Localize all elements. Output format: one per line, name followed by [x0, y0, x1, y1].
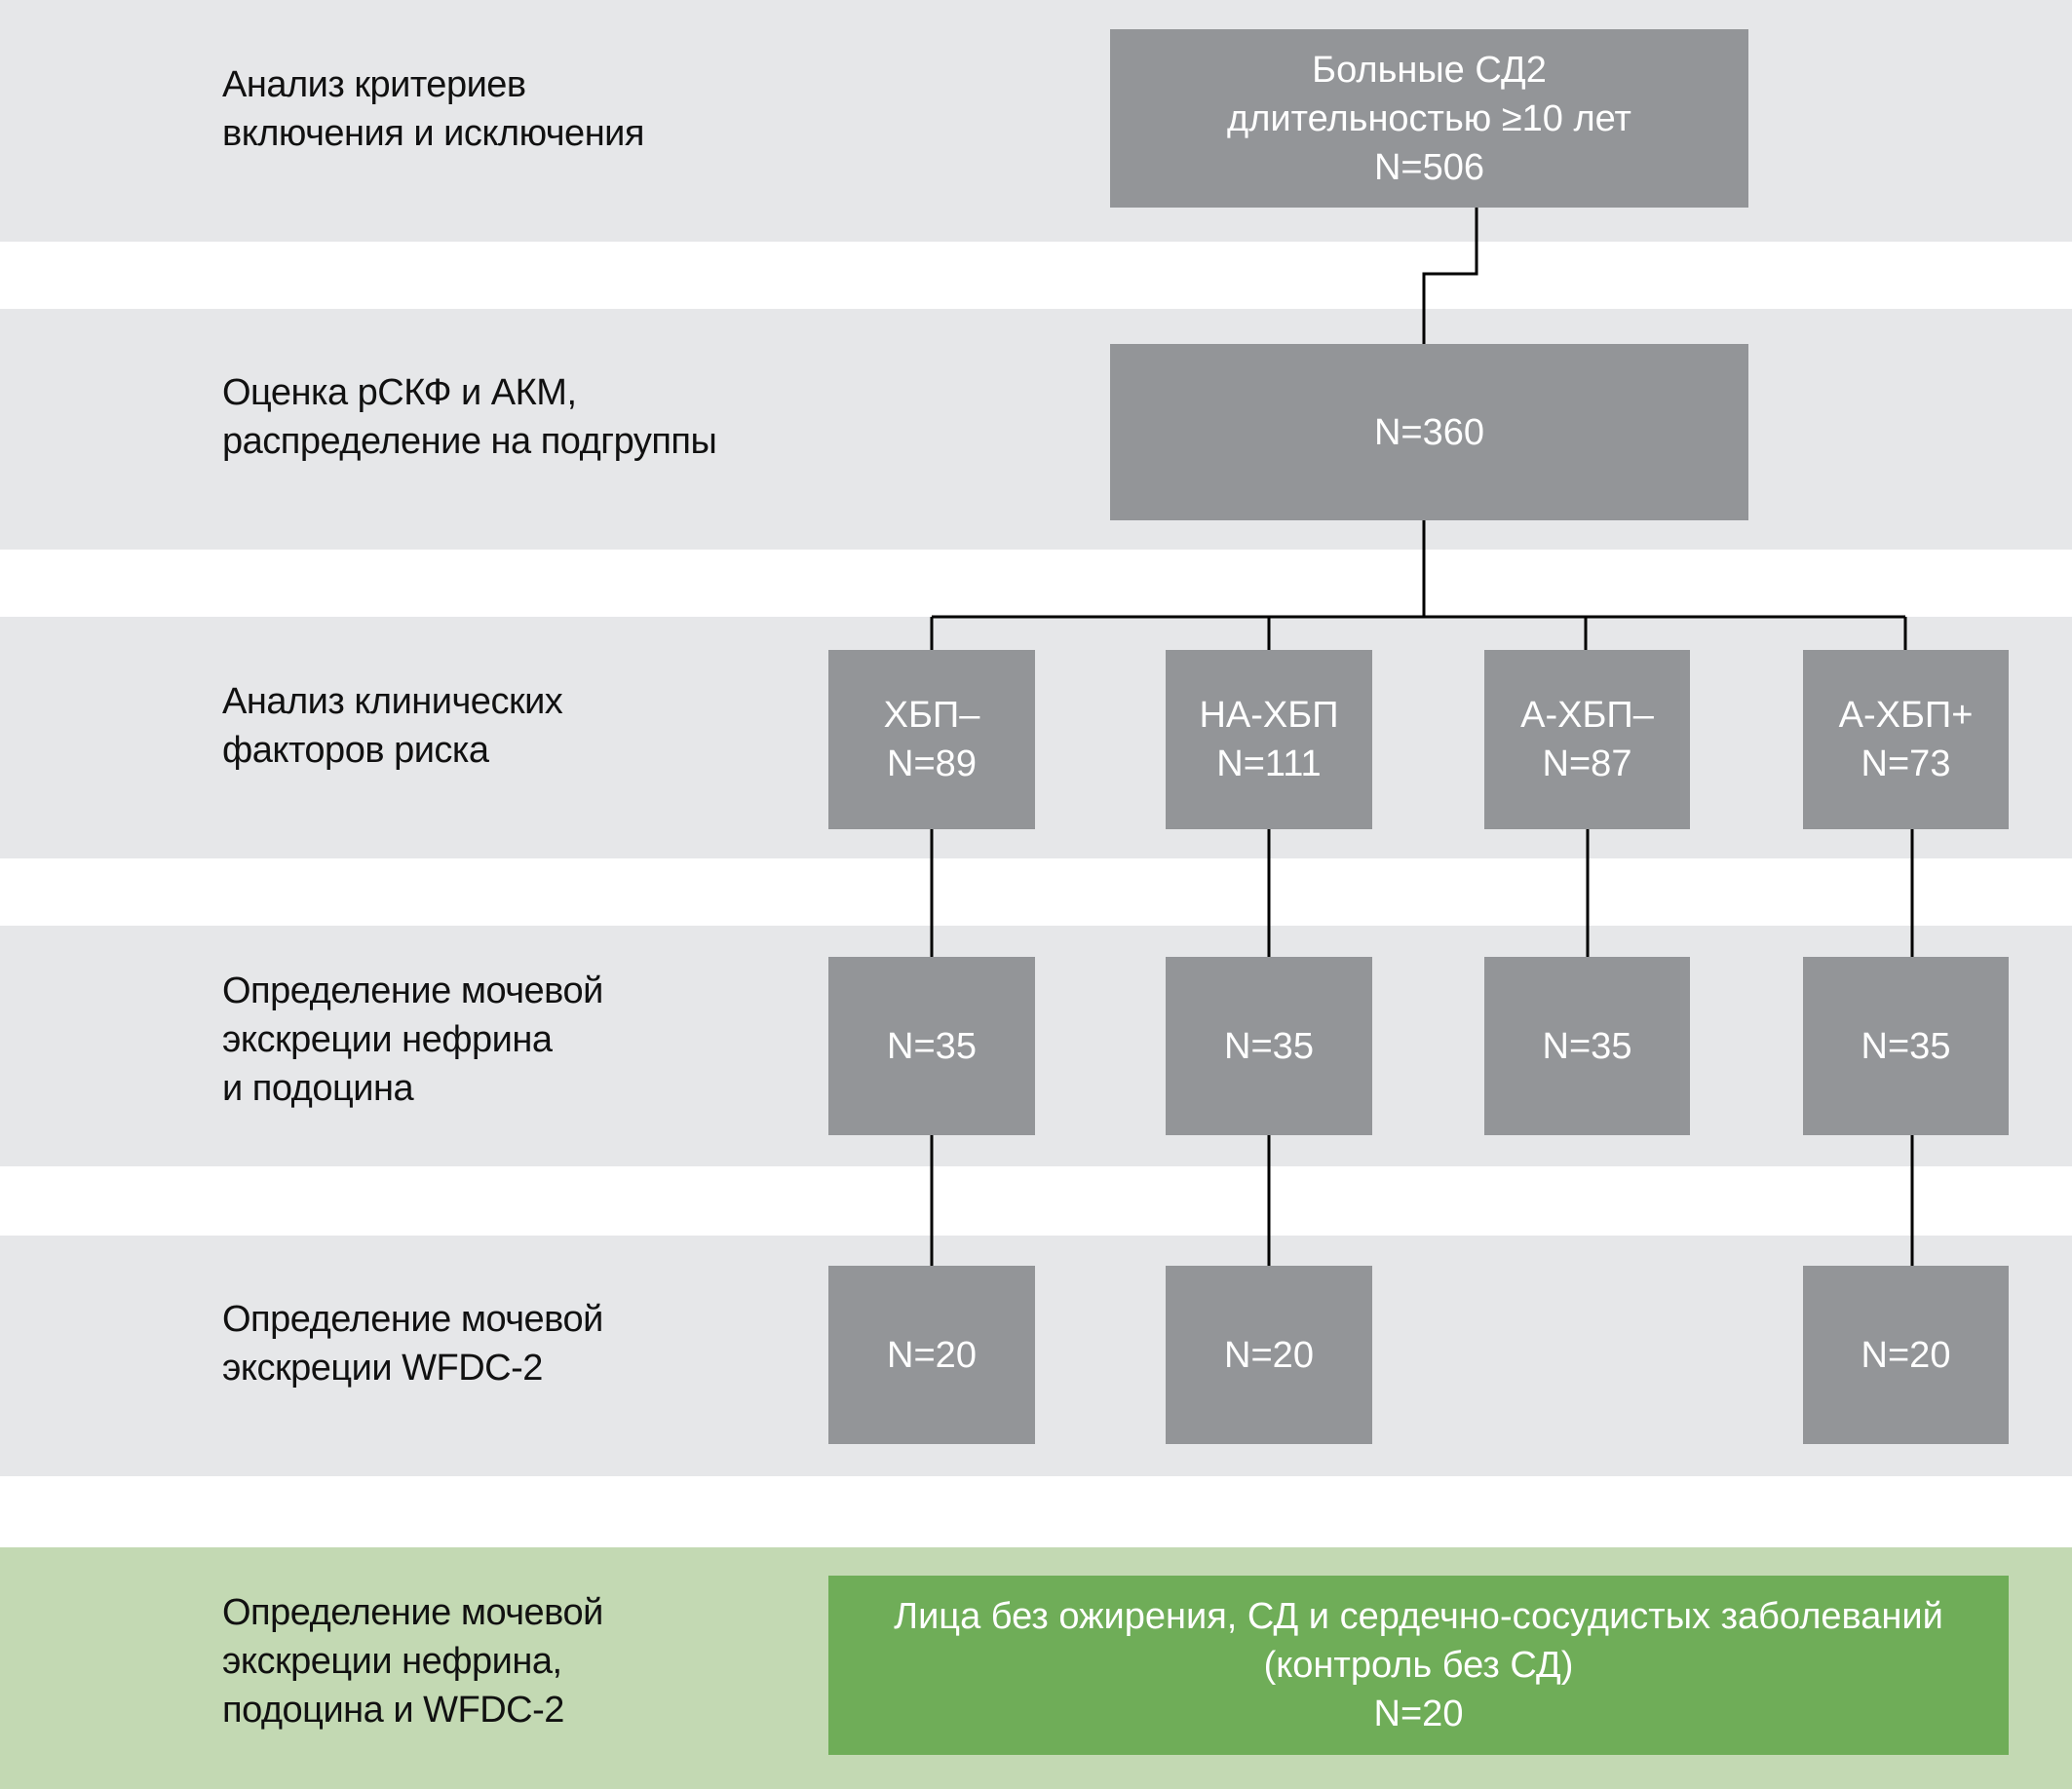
group-3-n: N=87: [1542, 743, 1632, 784]
stage-label-3: Анализ клинических факторов риска: [222, 681, 563, 771]
group-1-name: ХБП–: [883, 695, 980, 736]
node-start: Больные СД2 длительностью ≥10 лет N=506: [1110, 29, 1748, 208]
nephrin-podocin-3-n: N=35: [1542, 1025, 1632, 1067]
stage-label-1: Анализ критериев включения и исключения: [222, 64, 644, 154]
node-wfdc2-1: N=20: [828, 1266, 1035, 1444]
stage-label-6: Определение мочевой экскреции нефрина, п…: [222, 1592, 603, 1731]
stage-band-3: [0, 617, 2072, 858]
node-nephrin-podocin-2: N=35: [1166, 957, 1372, 1135]
node-start-line2: длительностью ≥10 лет: [1227, 97, 1631, 139]
nephrin-podocin-1-n: N=35: [887, 1025, 977, 1067]
group-2-n: N=111: [1216, 743, 1322, 784]
group-3-name: А-ХБП–: [1520, 695, 1654, 736]
stage-label-4: Определение мочевой экскреции нефрина и …: [222, 971, 603, 1109]
node-assessed: N=360: [1110, 344, 1748, 520]
control-n: N=20: [1373, 1694, 1464, 1734]
stage-band-4: [0, 926, 2072, 1166]
wfdc2-2-n: N=20: [1224, 1334, 1314, 1376]
node-start-line1: Больные СД2: [1312, 49, 1547, 91]
node-nephrin-podocin-1: N=35: [828, 957, 1035, 1135]
control-line1: Лица без ожирения, СД и сердечно-сосудис…: [894, 1596, 1943, 1637]
node-wfdc2-4: N=20: [1803, 1266, 2009, 1444]
group-4-name: А-ХБП+: [1838, 695, 1974, 736]
wfdc2-1-n: N=20: [887, 1334, 977, 1376]
wfdc2-4-n: N=20: [1861, 1334, 1951, 1376]
group-1-n: N=89: [887, 743, 977, 784]
node-control: Лица без ожирения, СД и сердечно-сосудис…: [828, 1576, 2009, 1755]
group-2-name: НА-ХБП: [1199, 695, 1339, 736]
node-group-3: А-ХБП– N=87: [1484, 650, 1690, 829]
node-group-4: А-ХБП+ N=73: [1803, 650, 2009, 829]
control-line2: (контроль без СД): [1263, 1645, 1574, 1686]
node-wfdc2-2: N=20: [1166, 1266, 1372, 1444]
node-nephrin-podocin-4: N=35: [1803, 957, 2009, 1135]
node-assessed-n: N=360: [1373, 411, 1485, 453]
node-start-n: N=506: [1373, 146, 1485, 188]
node-group-1: ХБП– N=89: [828, 650, 1035, 829]
nephrin-podocin-4-n: N=35: [1861, 1025, 1951, 1067]
stage-band-5: [0, 1236, 2072, 1476]
connector-start-to-assessed: [1422, 208, 1478, 344]
stage-label-5: Определение мочевой экскреции WFDC-2: [222, 1299, 603, 1389]
nephrin-podocin-2-n: N=35: [1224, 1025, 1314, 1067]
stage-label-2: Оценка рСКФ и АКМ, распределение на подг…: [222, 372, 717, 462]
group-4-n: N=73: [1861, 743, 1951, 784]
node-group-2: НА-ХБП N=111: [1166, 650, 1372, 829]
node-nephrin-podocin-3: N=35: [1484, 957, 1690, 1135]
